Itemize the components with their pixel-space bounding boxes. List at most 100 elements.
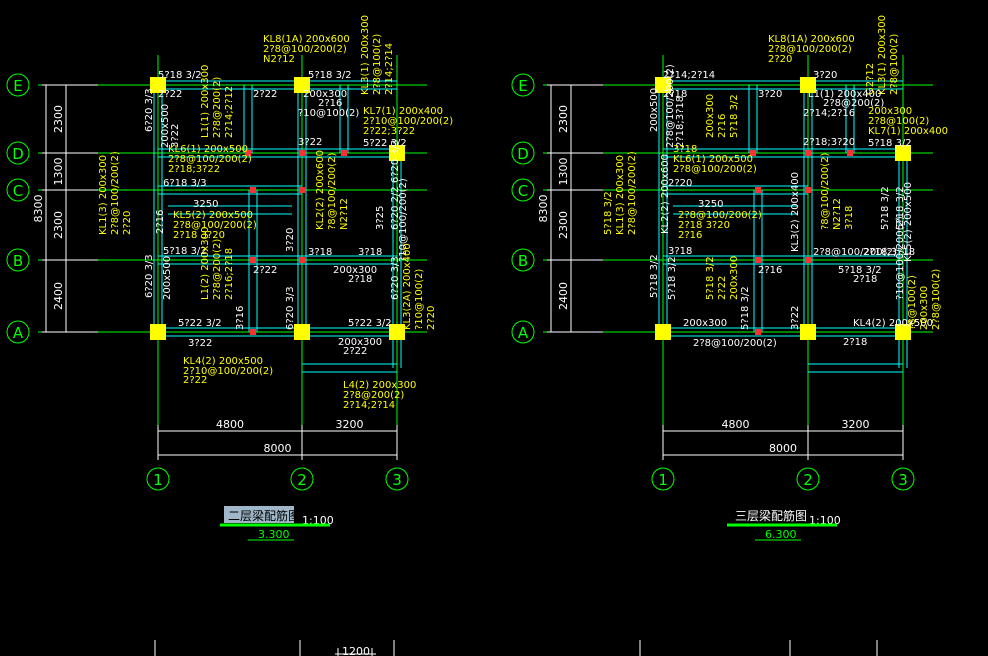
beam-annotation: 6?20 2/2 6?20 3/3 bbox=[390, 139, 401, 230]
beam-annotation: KL6(1) 200x500 bbox=[673, 154, 753, 165]
axis-bubble-B bbox=[6, 248, 30, 272]
beam-annotation: 2?20 bbox=[426, 306, 437, 330]
beam-annotation: 3?22 bbox=[790, 306, 801, 330]
beam-annotation: 5?18 3/2 bbox=[308, 70, 352, 81]
axis-label-E: E bbox=[518, 77, 527, 95]
beam-annotation: 5?18 3/2 bbox=[158, 70, 202, 81]
axis-bubble-3 bbox=[891, 467, 915, 491]
axis-bubble-1 bbox=[651, 467, 675, 491]
joint-marker bbox=[755, 329, 761, 335]
beam-annotation: 5?18 3/2 bbox=[729, 94, 740, 138]
beam-annotation: 6?20 3/3 bbox=[144, 88, 155, 132]
beam-annotation: G2?12 bbox=[865, 63, 876, 95]
axis-bubble-B bbox=[511, 248, 535, 272]
beam-annotation: 3?18 bbox=[358, 247, 382, 258]
axis-label-2: 2 bbox=[803, 471, 813, 489]
beam-annotation: 3250 bbox=[698, 199, 723, 210]
beam-annotation: 200x500 bbox=[649, 88, 660, 132]
beam-annotation: 2?18 bbox=[843, 337, 867, 348]
axis-bubble-2 bbox=[290, 467, 314, 491]
beam-annotation: 2?22 bbox=[183, 375, 207, 386]
beam-annotation: 2?18 3?20 bbox=[678, 220, 730, 231]
partial-dim-text: 1200 bbox=[342, 645, 370, 656]
dim-text-total-horizontal: 8000 bbox=[264, 442, 292, 455]
axis-bubble-A bbox=[6, 320, 30, 344]
beam-annotation: 200x300 bbox=[338, 337, 382, 348]
beam-annotation: 5?22 3/2 bbox=[178, 318, 222, 329]
beam-annotation: 6?20 3/3 bbox=[144, 254, 155, 298]
column-0 bbox=[655, 77, 671, 93]
joint-marker bbox=[755, 187, 761, 193]
dim-text-col: 4800 bbox=[722, 418, 750, 431]
beam-annotation: KL3(1) 200x300 bbox=[877, 15, 888, 95]
beam-annotation: KL8(1A) 200x600 bbox=[768, 34, 855, 45]
beam-annotation: N2?12 bbox=[339, 198, 350, 230]
column-1 bbox=[655, 324, 671, 340]
axis-bubble-C bbox=[6, 178, 30, 202]
dim-text-row: 1300 bbox=[557, 158, 570, 186]
beam-annotation: 2?22 bbox=[253, 89, 277, 100]
beam-annotation: 200x500 bbox=[160, 104, 171, 148]
dim-text-row: 2400 bbox=[52, 282, 65, 310]
beam-annotation: ?8@100/200(2) bbox=[820, 153, 831, 230]
axis-label-1: 1 bbox=[658, 471, 668, 489]
beam-annotation: 6?20 3/3 bbox=[390, 256, 401, 300]
beam-annotation: 5?18 3/2 bbox=[649, 254, 660, 298]
beam-annotation: 2?18 3?20 bbox=[173, 230, 225, 241]
axis-label-A: A bbox=[518, 324, 529, 342]
beam-annotation: 2?8@200(2) bbox=[212, 239, 223, 300]
beam-annotation: 6?18 3/3 bbox=[163, 178, 207, 189]
beam-annotation: 2?18;3?18 bbox=[863, 247, 915, 258]
beam-annotation: 3?18 bbox=[673, 144, 697, 155]
plan-title: 三层梁配筋图 bbox=[735, 508, 807, 523]
beam-annotation: 2?14;2?12 bbox=[224, 86, 235, 138]
beam-annotation: 2?22 bbox=[253, 265, 277, 276]
beam-annotation: 2?16 bbox=[318, 98, 342, 109]
beam-annotation: 2?8@100/200(2) bbox=[263, 44, 347, 55]
joint-marker bbox=[805, 150, 811, 156]
beam-annotation: 3?20 bbox=[285, 228, 296, 252]
column-5 bbox=[800, 77, 816, 93]
beam-annotation: 2?18;3?18 bbox=[675, 96, 686, 148]
beam-annotation: KL5(2) 200x500 bbox=[903, 182, 914, 262]
beam-annotation: 3?18 bbox=[668, 246, 692, 257]
beam-annotation: ?8@100/200(2) bbox=[327, 153, 338, 230]
beam-annotation: 200x300 bbox=[868, 106, 912, 117]
beam-annotation: 6?20 3/3 bbox=[285, 286, 296, 330]
dim-text-total-horizontal: 8000 bbox=[769, 442, 797, 455]
beam-annotation: 3?18 bbox=[844, 206, 855, 230]
beam-annotation: 2?8@100/200(2) bbox=[693, 338, 777, 349]
beam-annotation: 3?20 bbox=[813, 70, 837, 81]
axis-label-C: C bbox=[518, 182, 528, 200]
beam-annotation: KL5(2) 200x500 bbox=[173, 210, 253, 221]
axis-bubble-A bbox=[511, 320, 535, 344]
axis-bubble-D bbox=[511, 141, 535, 165]
column-0 bbox=[150, 77, 166, 93]
beam-annotation: 2?8@100/200(2) bbox=[627, 151, 638, 235]
beam-annotation: 3?16 bbox=[235, 306, 246, 330]
dim-text-total-vertical: 8300 bbox=[32, 195, 45, 223]
beam-annotation: 5?18 3/2 bbox=[868, 138, 912, 149]
dim-text-col: 4800 bbox=[216, 418, 244, 431]
beam-annotation: 2?22;3?22 bbox=[363, 126, 415, 137]
axis-bubble-2 bbox=[796, 467, 820, 491]
axis-bubble-D bbox=[6, 141, 30, 165]
axis-bubble-E bbox=[6, 73, 30, 97]
beam-annotation: 2?18;3?20 bbox=[803, 137, 855, 148]
beam-annotation: 5?18 3/2 bbox=[838, 265, 882, 276]
beam-annotation: 2?8@100(2) bbox=[889, 34, 900, 95]
column-3 bbox=[895, 145, 911, 161]
beam-annotation: 5?22 3/2 bbox=[363, 138, 407, 149]
beam-annotation: KL6(1) 200x500 bbox=[168, 144, 248, 155]
dim-text-row: 2300 bbox=[557, 211, 570, 239]
beam-annotation: KL1(3) 200x300 bbox=[615, 155, 626, 235]
axis-bubble-3 bbox=[385, 467, 409, 491]
beam-annotation: 3?22 bbox=[170, 124, 181, 148]
beam-annotation: 2?16 bbox=[678, 230, 702, 241]
beam-annotation: 2?8@100(2) bbox=[372, 34, 383, 95]
column-5 bbox=[294, 77, 310, 93]
beam-annotation: 3?18 bbox=[308, 247, 332, 258]
beam-annotation: 2?20 bbox=[668, 178, 692, 189]
beam-annotation: 2?18 bbox=[853, 274, 877, 285]
